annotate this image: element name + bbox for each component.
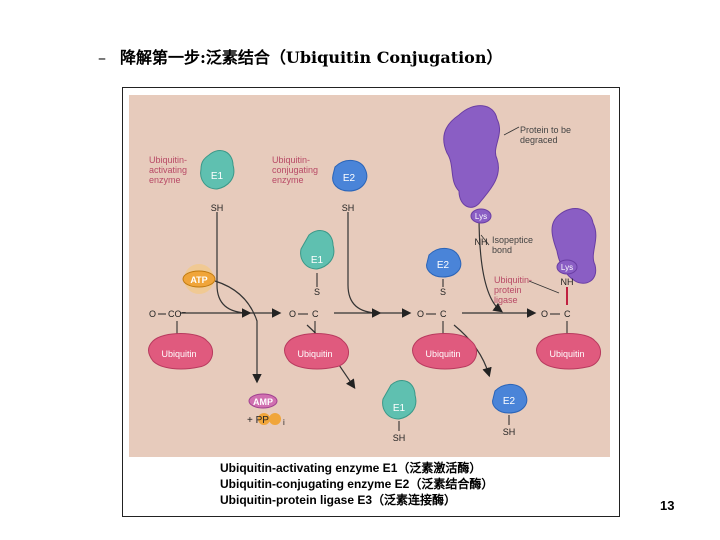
e1-label-3: E1 <box>393 403 406 414</box>
sh-label-1: SH <box>211 203 224 213</box>
e2-bound-shape <box>426 248 462 278</box>
sh-label-3: SH <box>393 433 406 443</box>
bullet-dash: – <box>98 48 106 67</box>
nh-label-2: NH <box>561 277 574 287</box>
protein-description: Protein to be degraced <box>520 125 574 145</box>
e3-entry-arrow <box>478 214 503 313</box>
co-minus-label: CO⁻ <box>168 309 187 319</box>
atp-label: ATP <box>190 275 207 285</box>
e1-bound-shape <box>300 230 335 270</box>
e1-label-2: E1 <box>311 255 324 266</box>
atp-shape <box>182 270 216 288</box>
e1-entry-arrow <box>216 212 252 318</box>
lys-label-2: Lys <box>561 263 573 272</box>
caption-line-e3: Ubiquitin-protein ligase E3（泛素连接酶） <box>220 493 457 507</box>
ubiquitin-shape-1 <box>148 333 214 370</box>
nh-label-1: NH <box>475 237 488 247</box>
isopeptide-leader-line <box>480 234 490 246</box>
ppi-label: + PP <box>247 415 269 426</box>
e1-description: Ubiquitin- activating enzyme <box>149 155 190 185</box>
lys-label-1: Lys <box>475 212 487 221</box>
c-label-3: C <box>564 309 571 319</box>
s-label-2: S <box>440 287 446 297</box>
c-label-1: C <box>312 309 319 319</box>
o-label-1: O <box>149 309 156 319</box>
e1-label-1: E1 <box>211 171 224 182</box>
e3-description: Ubiquitin- protein ligase <box>494 275 535 305</box>
o-label-3: O <box>417 309 424 319</box>
ubiquitin-label-1: Ubiquitin <box>161 349 196 359</box>
slide-title: 降解第一步:泛素结合（Ubiquitin Conjugation） <box>120 48 503 67</box>
atp-to-amp-arrow <box>214 280 262 384</box>
lys-residue-2 <box>556 259 578 275</box>
e2-entry-arrow <box>347 212 382 318</box>
figure-caption: Ubiquitin-activating enzyme E1（泛素激活酶） Ub… <box>220 460 493 508</box>
amp-shape <box>248 393 278 409</box>
amp-label: AMP <box>253 397 273 407</box>
caption-line-e2: Ubiquitin-conjugating enzyme E2（泛素结合酶） <box>220 477 494 491</box>
ppi-dot-2 <box>269 413 281 425</box>
e3-leader-line <box>528 280 560 294</box>
ubiquitin-shape-4 <box>536 333 602 370</box>
c-label-2: C <box>440 309 447 319</box>
lys-residue-1 <box>470 208 492 224</box>
o-label-2: O <box>289 309 296 319</box>
sh-label-2: SH <box>342 203 355 213</box>
e2-description: Ubiquitin- conjugating enzyme <box>272 155 321 185</box>
target-protein-shape <box>443 105 501 208</box>
sh-label-4: SH <box>503 427 516 437</box>
e2-label-3: E2 <box>503 396 516 407</box>
ubiquitin-shape-3 <box>412 333 478 370</box>
caption-line-e1: Ubiquitin-activating enzyme E1（泛素激活酶） <box>220 461 482 475</box>
ppi-subscript: i <box>283 418 285 427</box>
pathway-diagram: Ubiquitin- activating enzyme Ubiquitin- … <box>148 105 602 443</box>
ubiquitin-conjugation-figure: Ubiquitin- activating enzyme Ubiquitin- … <box>129 95 610 457</box>
ubiquitin-label-2: Ubiquitin <box>297 349 332 359</box>
e2-released-shape <box>492 384 528 414</box>
page-number: 13 <box>660 498 675 513</box>
ubiquitin-shape-2 <box>284 333 350 370</box>
e1-released-shape <box>382 380 417 420</box>
s-label-1: S <box>314 287 320 297</box>
e2-label-1: E2 <box>343 173 356 184</box>
protein-leader-line <box>503 126 520 136</box>
e1-enzyme-shape <box>200 150 235 190</box>
ppi-dot-1 <box>258 413 270 425</box>
ubiquitin-label-3: Ubiquitin <box>425 349 460 359</box>
slide-heading: –降解第一步:泛素结合（Ubiquitin Conjugation） <box>98 44 503 68</box>
o-label-4: O <box>541 309 548 319</box>
ubiquitin-label-4: Ubiquitin <box>549 349 584 359</box>
isopeptide-bond-label: Isopeptice bond <box>492 235 536 255</box>
e2-enzyme-shape <box>332 160 368 192</box>
e2-label-2: E2 <box>437 260 450 271</box>
